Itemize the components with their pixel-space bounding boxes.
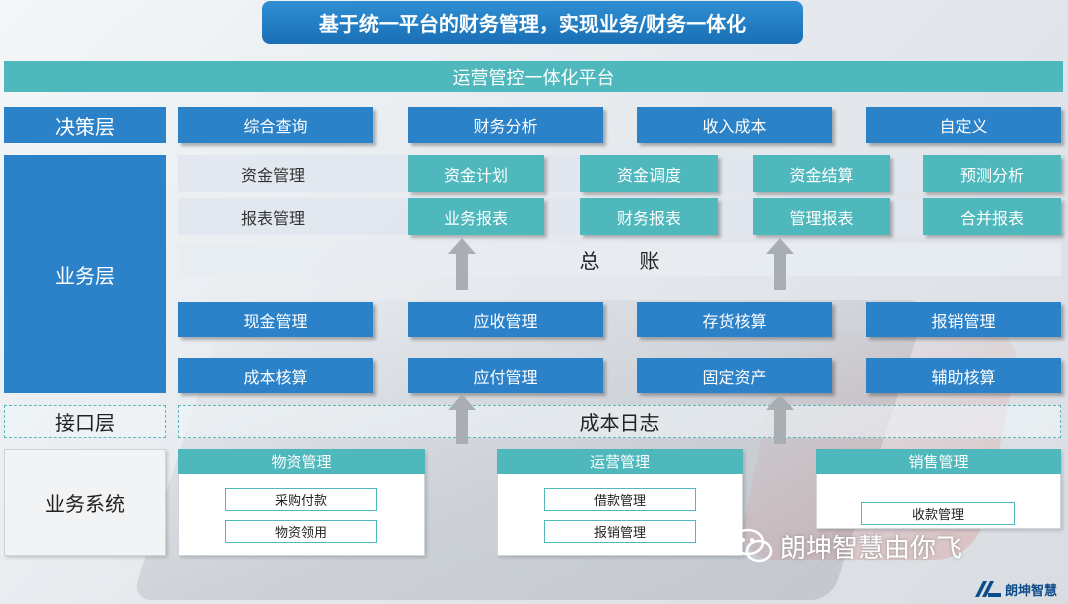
decision-item-income-cost[interactable]: 收入成本 xyxy=(637,107,832,143)
business-item-inventory[interactable]: 存货核算 xyxy=(637,302,832,337)
system-item-collection[interactable]: 收款管理 xyxy=(861,502,1015,525)
report-item-management[interactable]: 管理报表 xyxy=(753,198,890,235)
fund-item-forecast[interactable]: 预测分析 xyxy=(923,155,1061,192)
fund-item-plan[interactable]: 资金计划 xyxy=(408,155,544,192)
page-title: 基于统一平台的财务管理，实现业务/财务一体化 xyxy=(262,1,803,44)
fund-row-label: 资金管理 xyxy=(240,165,305,185)
watermark: 朗坤智慧由你飞 xyxy=(730,520,1040,572)
wechat-icon xyxy=(731,528,773,563)
business-item-fixed-assets[interactable]: 固定资产 xyxy=(637,358,832,393)
system-item-reimbursement[interactable]: 报销管理 xyxy=(544,520,696,543)
system-sales-title: 销售管理 xyxy=(816,449,1061,474)
business-item-cost-accounting[interactable]: 成本核算 xyxy=(178,358,373,393)
cost-log: 成本日志 xyxy=(178,405,1061,438)
interface-layer-label: 接口层 xyxy=(4,405,166,438)
decision-layer-label: 决策层 xyxy=(4,107,166,143)
company-logo: 朗坤智慧 xyxy=(975,577,1065,601)
business-layer-label: 业务层 xyxy=(4,155,166,393)
business-item-auxiliary[interactable]: 辅助核算 xyxy=(866,358,1061,393)
watermark-text: 朗坤智慧由你飞 xyxy=(780,533,963,564)
up-arrow-icon xyxy=(448,394,476,444)
logo-text: 朗坤智慧 xyxy=(1005,583,1058,599)
business-system-label: 业务系统 xyxy=(4,449,166,556)
report-item-business[interactable]: 业务报表 xyxy=(408,198,544,235)
system-item-material-requisition[interactable]: 物资领用 xyxy=(225,520,377,543)
report-row-label: 报表管理 xyxy=(240,208,305,228)
up-arrow-icon xyxy=(766,238,794,290)
report-item-finance[interactable]: 财务报表 xyxy=(580,198,718,235)
system-item-loan[interactable]: 借款管理 xyxy=(544,488,696,511)
system-operations-title: 运营管理 xyxy=(497,449,743,474)
system-item-purchase-payment[interactable]: 采购付款 xyxy=(225,488,377,511)
business-item-cash[interactable]: 现金管理 xyxy=(178,302,373,337)
business-item-payable[interactable]: 应付管理 xyxy=(408,358,603,393)
fund-item-dispatch[interactable]: 资金调度 xyxy=(580,155,718,192)
general-ledger: 总 账 xyxy=(178,243,1061,276)
report-item-consolidated[interactable]: 合并报表 xyxy=(923,198,1061,235)
system-materials-title: 物资管理 xyxy=(178,449,425,474)
platform-bar: 运营管控一体化平台 xyxy=(4,61,1063,92)
up-arrow-icon xyxy=(766,394,794,444)
logo-mark-icon xyxy=(975,581,1001,597)
decision-item-custom[interactable]: 自定义 xyxy=(866,107,1061,143)
business-item-receivable[interactable]: 应收管理 xyxy=(408,302,603,337)
business-item-reimbursement[interactable]: 报销管理 xyxy=(866,302,1061,337)
decision-item-analysis[interactable]: 财务分析 xyxy=(408,107,603,143)
fund-item-settlement[interactable]: 资金结算 xyxy=(753,155,890,192)
up-arrow-icon xyxy=(448,238,476,290)
decision-item-query[interactable]: 综合查询 xyxy=(178,107,373,143)
